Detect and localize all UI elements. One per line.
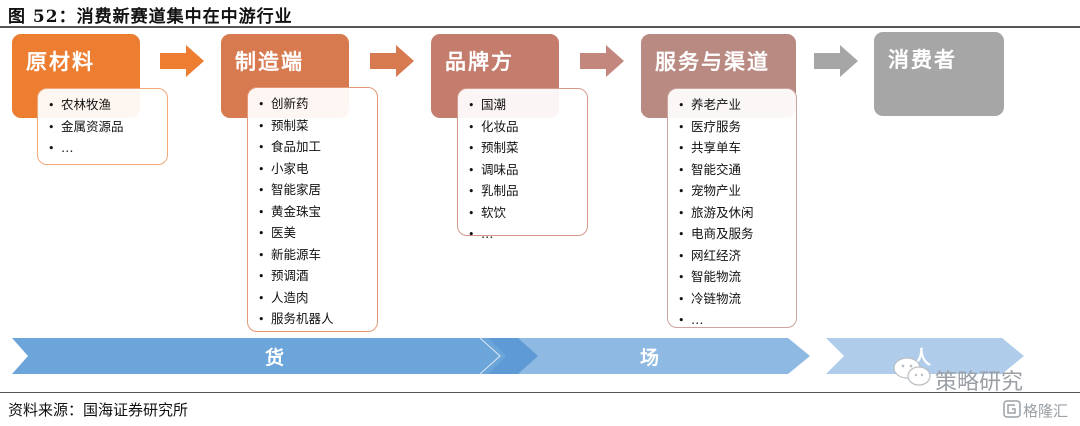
wechat-icon bbox=[893, 357, 931, 386]
band-goods-label: 货 bbox=[265, 347, 285, 369]
list-item: 调味品 bbox=[468, 160, 587, 182]
list-item: 预调酒 bbox=[258, 266, 377, 288]
list-item: … bbox=[468, 224, 587, 246]
list-item: 智能物流 bbox=[678, 267, 796, 289]
list-item: 服务机器人 bbox=[258, 309, 377, 331]
stage-raw-materials-list: 农林牧渔 金属资源品 … bbox=[37, 88, 168, 165]
list-item: 共享单车 bbox=[678, 138, 796, 160]
band-people bbox=[826, 338, 1024, 374]
list-item: … bbox=[678, 310, 796, 332]
list-item: 医美 bbox=[258, 223, 377, 245]
list-item: 电商及服务 bbox=[678, 224, 796, 246]
list-item: 人造肉 bbox=[258, 288, 377, 310]
top-divider bbox=[0, 26, 1080, 28]
flow-arrow-icon bbox=[580, 45, 624, 77]
list-item: 智能家居 bbox=[258, 180, 377, 202]
stage-manufacturing-list: 创新药 预制菜 食品加工 小家电 智能家居 黄金珠宝 医美 新能源车 预调酒 人… bbox=[247, 87, 378, 348]
list-item: … bbox=[48, 138, 167, 160]
band-venue bbox=[488, 338, 810, 374]
flow-arrow-icon bbox=[370, 45, 414, 77]
stage-label: 品牌方 bbox=[445, 49, 514, 74]
gelonghui-watermark-text: 格隆汇 bbox=[1023, 402, 1069, 420]
list-item: 创新药 bbox=[258, 94, 377, 116]
list-item: 金属资源品 bbox=[48, 117, 167, 139]
list-item: 食品加工 bbox=[258, 137, 377, 159]
list-item: 网红经济 bbox=[678, 246, 796, 268]
stage-label: 制造端 bbox=[235, 49, 304, 74]
band-goods bbox=[12, 338, 516, 375]
list-item: 养老产业 bbox=[678, 95, 796, 117]
stage-label: 服务与渠道 bbox=[655, 49, 770, 74]
list-item: 预制菜 bbox=[258, 116, 377, 138]
list-item: 化妆品 bbox=[468, 117, 587, 139]
flow-arrow-icon bbox=[814, 45, 858, 77]
stage-brand-list: 国潮 化妆品 预制菜 调味品 乳制品 软饮 … bbox=[457, 88, 588, 241]
list-item: 软饮 bbox=[468, 203, 587, 225]
list-item: 预制菜 bbox=[468, 138, 587, 160]
list-item: 小家电 bbox=[258, 159, 377, 181]
list-item: 智能交通 bbox=[678, 160, 796, 182]
list-item: 宠物产业 bbox=[678, 181, 796, 203]
band-venue-label: 场 bbox=[640, 347, 660, 369]
stage-label: 消费者 bbox=[888, 47, 957, 72]
source-note: 资料来源：国海证券研究所 bbox=[8, 401, 189, 419]
list-item: 黄金珠宝 bbox=[258, 202, 377, 224]
list-item: 新能源车 bbox=[258, 245, 377, 267]
bottom-divider bbox=[0, 392, 1080, 393]
list-item: 旅游及休闲 bbox=[678, 203, 796, 225]
flow-arrow-icon bbox=[160, 45, 204, 77]
list-item: 乳制品 bbox=[468, 181, 587, 203]
wechat-watermark-text: 策略研究 bbox=[935, 370, 1024, 395]
stage-consumer: 消费者 bbox=[874, 32, 1004, 116]
gelonghui-logo-icon bbox=[1003, 400, 1021, 418]
stage-label: 原材料 bbox=[26, 49, 95, 74]
stage-services-channels-list: 养老产业 医疗服务 共享单车 智能交通 宠物产业 旅游及休闲 电商及服务 网红经… bbox=[667, 88, 797, 328]
figure-title: 图 52：消费新赛道集中在中游行业 bbox=[8, 7, 293, 27]
list-item: 国潮 bbox=[468, 95, 587, 117]
list-item: 冷链物流 bbox=[678, 289, 796, 311]
list-item: 医疗服务 bbox=[678, 117, 796, 139]
list-item: 农林牧渔 bbox=[48, 95, 167, 117]
